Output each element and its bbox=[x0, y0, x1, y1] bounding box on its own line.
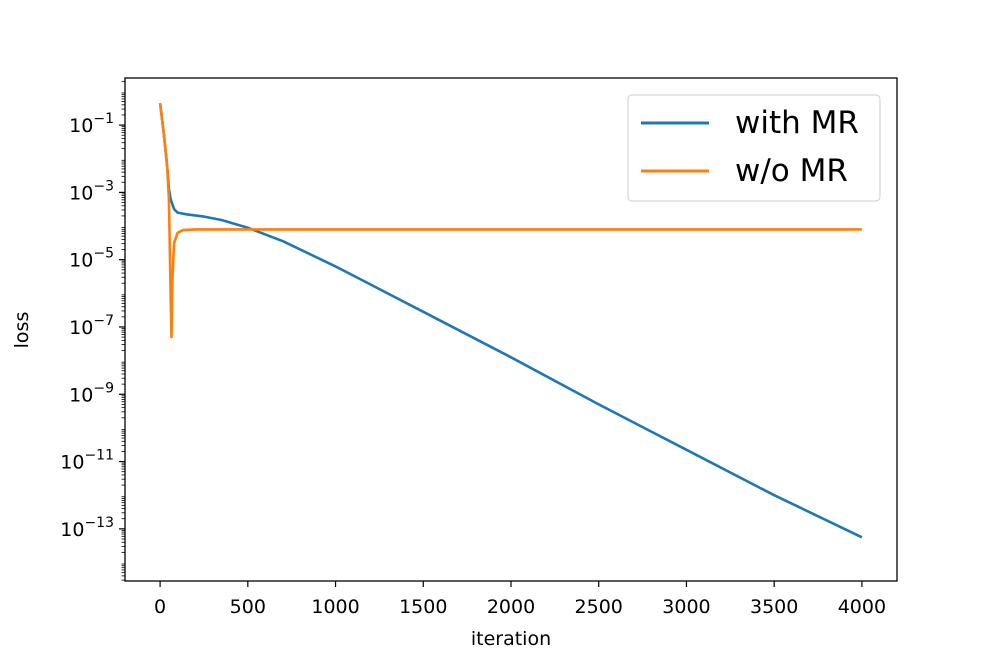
x-tick-label: 3500 bbox=[750, 596, 798, 618]
legend-label-wo-mr: w/o MR bbox=[735, 153, 848, 189]
y-tick-label: 10−5 bbox=[69, 246, 114, 272]
x-tick-label: 4000 bbox=[838, 596, 886, 618]
y-tick-label: 10−11 bbox=[60, 448, 114, 474]
x-tick-label: 2000 bbox=[487, 596, 535, 618]
x-tick-label: 0 bbox=[154, 596, 166, 618]
x-tick-label: 500 bbox=[230, 596, 266, 618]
legend-label-with-mr: with MR bbox=[735, 105, 859, 141]
x-tick-label: 3000 bbox=[662, 596, 710, 618]
y-tick-label: 10−7 bbox=[69, 313, 114, 339]
y-tick-label: 10−9 bbox=[69, 380, 114, 406]
x-tick-label: 1000 bbox=[311, 596, 359, 618]
y-tick-label: 10−13 bbox=[60, 515, 114, 541]
legend: with MR w/o MR bbox=[627, 94, 881, 202]
series-line-wo-mr bbox=[158, 103, 862, 339]
x-tick-label: 2500 bbox=[575, 596, 623, 618]
x-axis-label: iteration bbox=[471, 628, 551, 650]
x-axis-ticks: 0 500 1000 1500 2000 2500 3000 3500 4000 bbox=[154, 581, 886, 618]
y-axis-label: loss bbox=[11, 312, 33, 349]
y-axis-ticks: 10−1 10−3 10−5 10−7 10−9 10−11 10−13 bbox=[60, 80, 125, 581]
y-tick-label: 10−3 bbox=[69, 178, 114, 204]
series-layer bbox=[158, 103, 863, 539]
y-tick-label: 10−1 bbox=[69, 111, 114, 137]
x-tick-label: 1500 bbox=[399, 596, 447, 618]
